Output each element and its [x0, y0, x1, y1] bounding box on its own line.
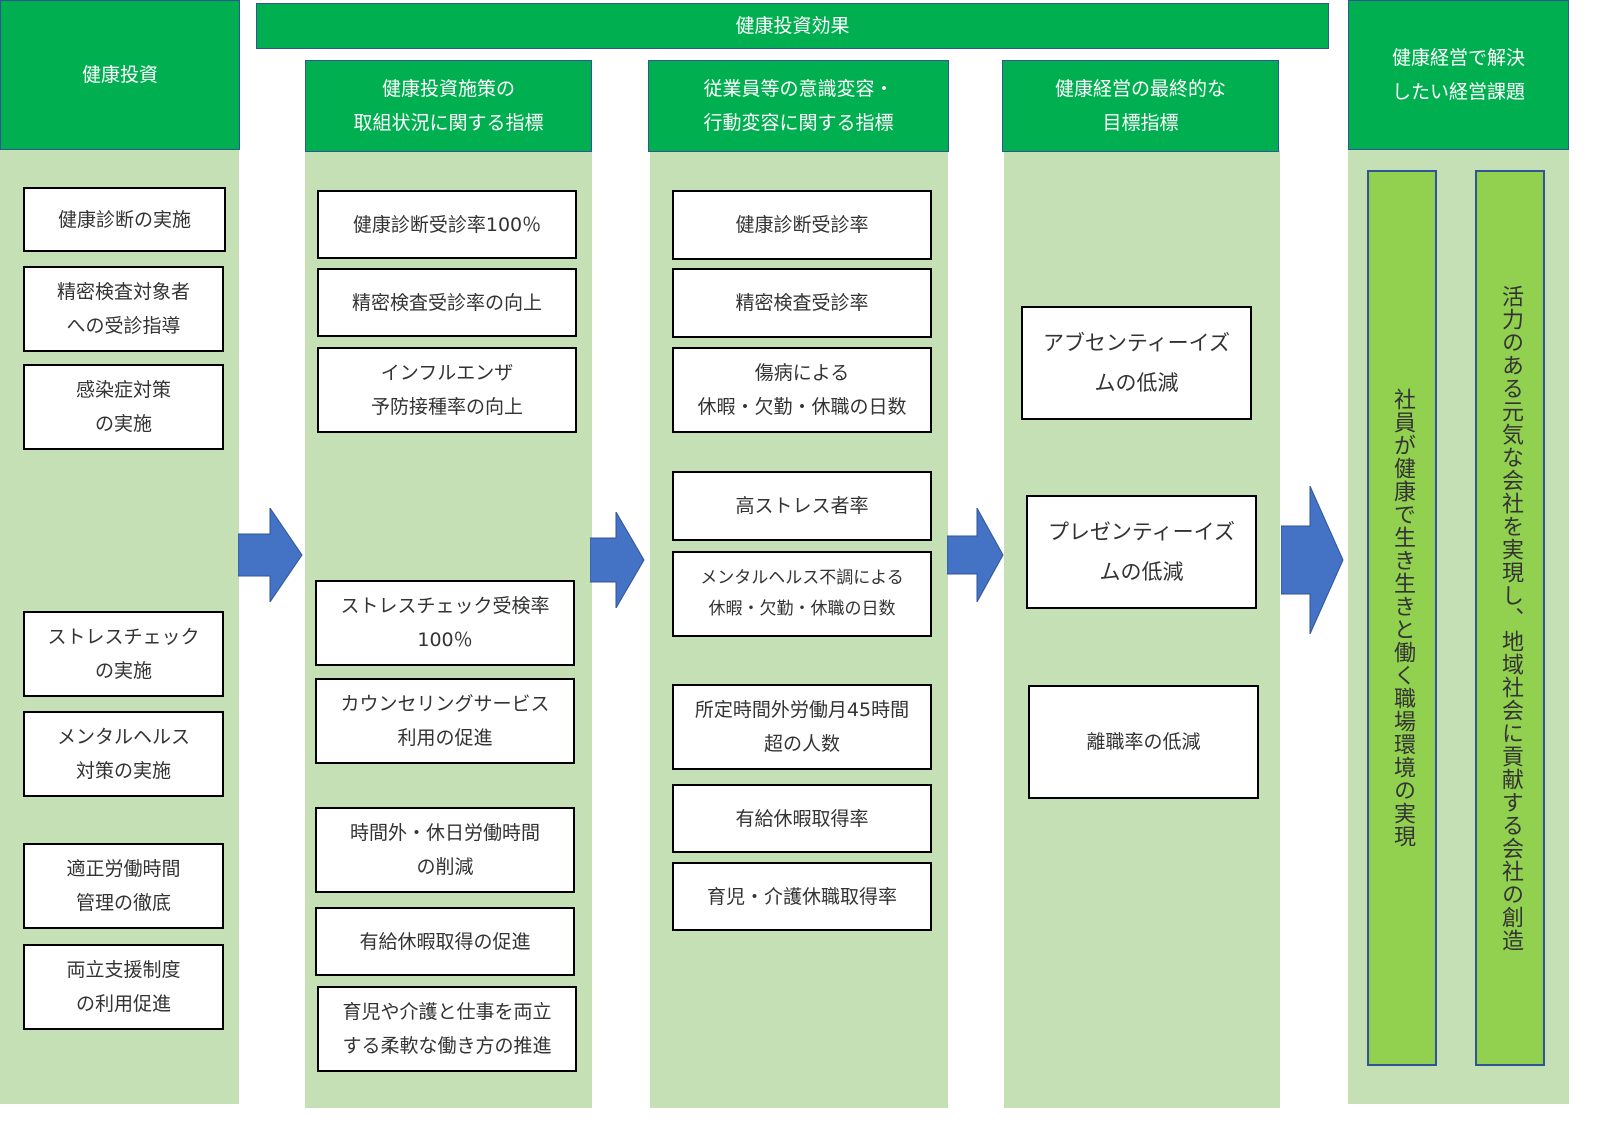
- initiative-item: ストレスチェック受検率 100％: [315, 580, 575, 666]
- awareness-item: 傷病による 休暇・欠勤・休職の日数: [672, 347, 932, 433]
- investment-item: 精密検査対象者 への受診指導: [23, 266, 224, 352]
- initiative-item: 育児や介護と仕事を両立 する柔軟な働き方の推進: [317, 986, 577, 1072]
- header-effect: 健康投資効果: [256, 3, 1329, 49]
- issue-item: 社員が健康で生き生きと働く職場環境の実現: [1367, 170, 1437, 1066]
- awareness-item: 有給休暇取得率: [672, 784, 932, 853]
- final-column: [1004, 150, 1280, 1108]
- issue-item-label: 社員が健康で生き生きと働く職場環境の実現: [1390, 388, 1415, 848]
- initiative-item: 精密検査受診率の向上: [317, 268, 577, 337]
- final-item: プレゼンティーイズ ムの低減: [1026, 495, 1257, 609]
- awareness-item: 育児・介護休職取得率: [672, 862, 932, 931]
- header-investment: 健康投資: [0, 0, 240, 150]
- investment-item: 適正労働時間 管理の徹底: [23, 843, 224, 929]
- header-issues: 健康経営で解決 したい経営課題: [1348, 0, 1569, 150]
- investment-item: 両立支援制度 の利用促進: [23, 944, 224, 1030]
- awareness-item: 精密検査受診率: [672, 268, 932, 338]
- header-awareness: 従業員等の意識変容・ 行動変容に関する指標: [648, 60, 949, 152]
- flow-arrow: [1281, 486, 1344, 634]
- issue-item: 活力のある元気な会社を実現し、地域社会に貢献する会社の創造: [1475, 170, 1545, 1066]
- awareness-item: 所定時間外労働月45時間 超の人数: [672, 684, 932, 770]
- awareness-item: メンタルヘルス不調による 休暇・欠勤・休職の日数: [672, 551, 932, 637]
- flow-arrow: [590, 512, 645, 608]
- final-item: 離職率の低減: [1028, 685, 1259, 799]
- initiative-item: カウンセリングサービス 利用の促進: [315, 678, 575, 764]
- awareness-item: 高ストレス者率: [672, 471, 932, 541]
- investment-item: 健康診断の実施: [23, 187, 226, 252]
- final-item: アブセンティーイズ ムの低減: [1021, 306, 1252, 420]
- flow-arrow: [947, 508, 1004, 602]
- awareness-item: 健康診断受診率: [672, 190, 932, 260]
- initiative-item: インフルエンザ 予防接種率の向上: [317, 347, 577, 433]
- initiative-item: 有給休暇取得の促進: [315, 907, 575, 976]
- header-initiative: 健康投資施策の 取組状況に関する指標: [305, 60, 592, 152]
- issue-item-label: 活力のある元気な会社を実現し、地域社会に貢献する会社の創造: [1498, 284, 1523, 952]
- flow-arrow: [238, 508, 303, 602]
- investment-item: ストレスチェック の実施: [23, 611, 224, 697]
- initiative-item: 健康診断受診率100％: [317, 190, 577, 259]
- header-final: 健康経営の最終的な 目標指標: [1002, 60, 1279, 152]
- investment-item: 感染症対策 の実施: [23, 364, 224, 450]
- initiative-item: 時間外・休日労働時間 の削減: [315, 807, 575, 893]
- investment-item: メンタルヘルス 対策の実施: [23, 711, 224, 797]
